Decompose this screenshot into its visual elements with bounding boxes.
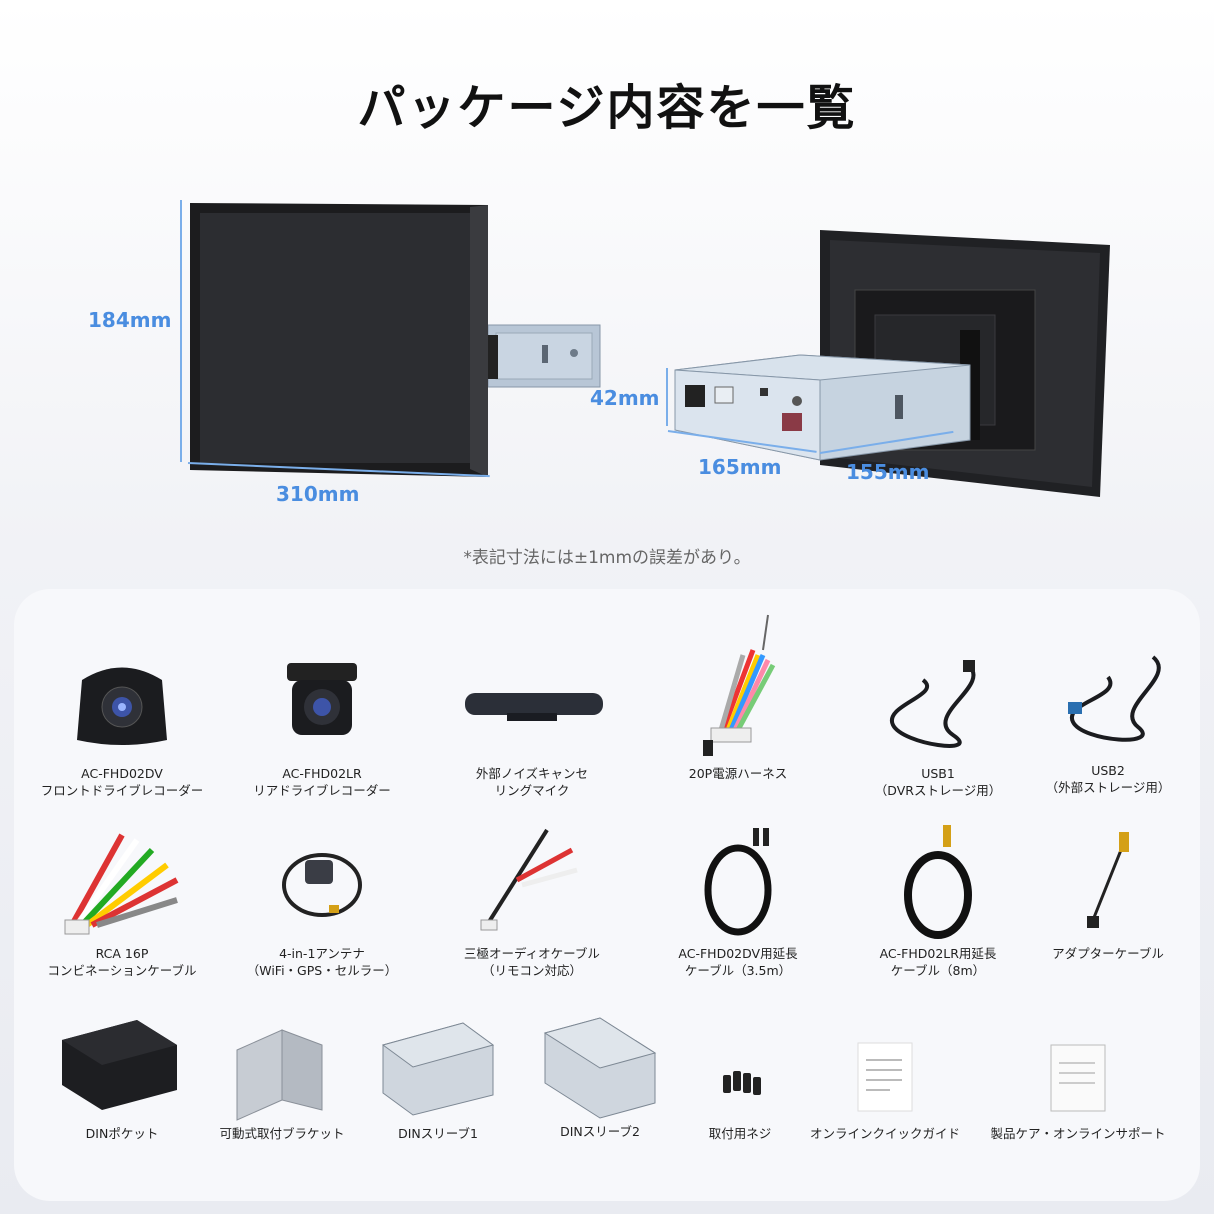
chassis-width-dimension-label: 165mm	[698, 455, 782, 479]
item-label-line2: （WiFi・GPS・セルラー）	[246, 963, 398, 978]
chassis-depth-dimension-label: 155mm	[846, 460, 930, 484]
extension-cable-icon	[904, 825, 972, 939]
chassis-height-dimension-line	[666, 368, 668, 426]
item-label-line2: フロントドライブレコーダー	[40, 783, 204, 798]
din-pocket-icon	[62, 1020, 177, 1110]
accessory-quick-guide: オンラインクイックガイド	[790, 1015, 980, 1142]
accessory-microphone: 外部ノイズキャンセリングマイク	[437, 655, 627, 799]
item-label-line1: DINスリーブ2	[560, 1124, 640, 1139]
accessory-antenna: 4-in-1アンテナ （WiFi・GPS・セルラー）	[227, 835, 417, 979]
item-label-line1: 取付用ネジ	[708, 1126, 772, 1141]
item-label-line1: 可動式取付ブラケット	[219, 1126, 345, 1141]
extension-cable-icon	[704, 828, 772, 936]
item-label-line1: AC-FHD02DV	[81, 766, 163, 781]
item-label-line1: USB2	[1091, 763, 1125, 778]
item-label-line2: （リモコン対応）	[481, 963, 582, 978]
adapter-cable-icon	[1087, 832, 1129, 928]
item-label-line2: ケーブル（8m）	[890, 963, 986, 978]
accessory-usb1: USB1 （DVRストレージ用）	[843, 655, 1033, 799]
item-label-line1: 外部ノイズキャンセ	[475, 766, 589, 781]
rca-cable-icon	[64, 833, 179, 935]
width-dimension-label: 310mm	[276, 482, 360, 506]
power-harness-icon	[703, 614, 776, 756]
usb-cable-icon	[889, 660, 976, 748]
head-unit-front-image	[190, 203, 601, 477]
accessory-front-extension-cable: AC-FHD02DV用延長ケーブル（3.5m）	[643, 820, 833, 979]
screws-icon	[723, 1071, 761, 1095]
item-label-line1: DINスリーブ1	[398, 1126, 478, 1141]
item-label-line2: リアドライブレコーダー	[253, 783, 391, 798]
item-label-line1: AC-FHD02LR用延長	[879, 946, 997, 961]
antenna-icon	[282, 853, 362, 917]
accessory-bracket: 可動式取付ブラケット	[187, 1015, 377, 1142]
accessory-rear-camera: AC-FHD02LR リアドライブレコーダー	[227, 655, 417, 799]
item-label-line1: アダプターケーブル	[1052, 946, 1164, 961]
accessory-din-sleeve2: DINスリーブ2	[505, 1013, 695, 1140]
accessory-front-dashcam: AC-FHD02DV フロントドライブレコーダー	[27, 655, 217, 799]
item-label-line1: 製品ケア・オンラインサポート	[990, 1126, 1166, 1141]
item-label-line2: ケーブル（3.5m）	[684, 963, 792, 978]
accessory-audio-cable: 三極オーディオケーブル （リモコン対応）	[437, 820, 627, 979]
accessory-usb2: USB2 （外部ストレージ用）	[1013, 652, 1203, 796]
page-title: パッケージ内容を一覧	[357, 80, 857, 136]
accessory-din-sleeve1: DINスリーブ1	[343, 1015, 533, 1142]
item-label-line1: オンラインクイックガイド	[809, 1126, 960, 1141]
accessory-product-care: 製品ケア・オンラインサポート	[983, 1015, 1173, 1142]
item-label-line2: （DVRストレージ用）	[874, 783, 1002, 798]
chassis-height-dimension-label: 42mm	[590, 386, 660, 410]
item-label-line1: AC-FHD02DV用延長	[678, 946, 798, 961]
item-label-line1: DINポケット	[85, 1126, 159, 1141]
accessory-power-harness: 20P電源ハーネス	[643, 610, 833, 782]
item-label-line1: AC-FHD02LR	[282, 766, 362, 781]
rear-camera-icon	[287, 663, 357, 735]
item-label-line1: 4-in-1アンテナ	[279, 946, 365, 961]
item-label-line1: 三極オーディオケーブル	[464, 946, 600, 961]
bracket-icon	[236, 1029, 323, 1121]
front-dashcam-icon	[77, 667, 167, 745]
microphone-icon	[465, 693, 603, 721]
accessory-rear-extension-cable: AC-FHD02LR用延長ケーブル（8m）	[843, 820, 1033, 979]
accessory-adapter-cable: アダプターケーブル	[1013, 820, 1203, 962]
item-label-line1: USB1	[921, 766, 955, 781]
height-dimension-line	[180, 200, 182, 462]
item-label-line1: RCA 16P	[95, 946, 149, 961]
head-unit-back-image	[674, 230, 1110, 497]
din-sleeve-icon	[381, 1022, 495, 1116]
audio-cable-icon	[480, 828, 578, 931]
accessory-din-pocket: DINポケット	[27, 1015, 217, 1142]
item-label-line1: 20P電源ハーネス	[688, 766, 788, 781]
guide-document-icon	[857, 1042, 913, 1112]
usb-cable-icon	[1068, 655, 1161, 742]
support-document-icon	[1050, 1044, 1106, 1112]
item-label-line2: （外部ストレージ用）	[1045, 780, 1171, 795]
item-label-line2: リングマイク	[494, 783, 570, 798]
din-sleeve-icon	[543, 1017, 657, 1119]
accessory-screws: 取付用ネジ	[645, 1015, 835, 1142]
height-dimension-label: 184mm	[88, 308, 172, 332]
accessory-rca-cable: RCA 16P コンビネーションケーブル	[27, 820, 217, 979]
tolerance-note: *表記寸法には±1mmの誤差があり。	[463, 548, 751, 568]
item-label-line2: コンビネーションケーブル	[47, 963, 197, 978]
